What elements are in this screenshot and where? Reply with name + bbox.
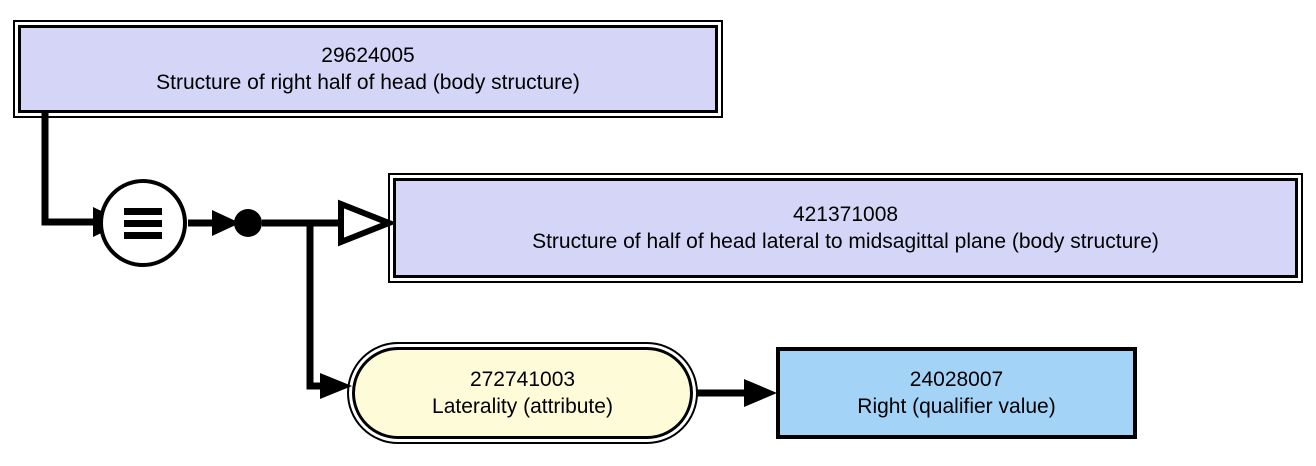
- attribute-term: Laterality (attribute): [432, 395, 613, 418]
- attribute-value-term: Right (qualifier value): [857, 395, 1056, 418]
- attribute-sctid: 272741003: [469, 368, 576, 391]
- attribute-value-sctid: 24028007: [909, 368, 1004, 391]
- equivalence-bar-middle: [124, 219, 162, 227]
- conjunction-dot-icon[interactable]: [234, 209, 262, 237]
- focus-concept-sctid: 29624005: [321, 44, 415, 67]
- focus-concept-term: Structure of right half of head (body st…: [156, 71, 580, 94]
- solid-arrow-icon: [320, 373, 352, 399]
- edge-equivalence-to-conjunction: [188, 210, 240, 236]
- solid-arrow-icon: [212, 210, 240, 236]
- edge-conjunction-to-parent: [262, 199, 398, 247]
- equivalence-bar-top: [124, 207, 162, 215]
- equivalence-icon[interactable]: [99, 179, 187, 267]
- attribute-value-node[interactable]: 24028007 Right (qualifier value): [776, 347, 1137, 439]
- parent-concept-sctid: 421371008: [792, 203, 899, 226]
- edge-conjunction-to-attribute: [306, 223, 352, 399]
- parent-concept-term: Structure of half of head lateral to mid…: [532, 230, 1159, 253]
- edge-attribute-to-value: [697, 379, 777, 407]
- solid-arrow-icon: [744, 379, 777, 407]
- attribute-node[interactable]: 272741003 Laterality (attribute): [347, 342, 698, 444]
- parent-concept-node[interactable]: 421371008 Structure of half of head late…: [388, 173, 1303, 283]
- equivalence-bar-bottom: [124, 231, 162, 239]
- hollow-triangle-arrow-icon: [338, 199, 398, 247]
- focus-concept-node[interactable]: 29624005 Structure of right half of head…: [13, 20, 723, 118]
